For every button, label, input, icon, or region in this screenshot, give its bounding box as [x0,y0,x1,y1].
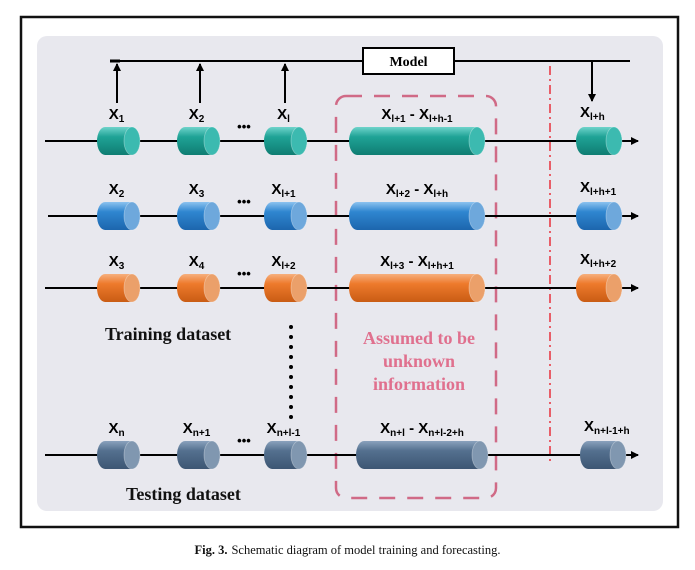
input-cylinder [264,201,308,231]
input-label: Xn [108,420,124,439]
sequence-row-4: Xn Xn+1 Xn+l-1 ••• Xn+l - Xn+l-2+h Xn+l-1+h [45,418,639,470]
target-label: Xl+h+1 [580,179,617,198]
sequence-row-3: X3 X4 Xl+2 ••• Xl+3 - Xl+h+1 Xl+h+2 [45,251,639,303]
target-cylinder [576,273,623,303]
input-cylinder [177,440,221,470]
testing-dataset-label: Testing dataset [126,484,241,504]
caption-label: Fig. 3. [194,543,228,557]
input-label: Xl+1 [271,181,296,200]
input-label: Xl [277,106,290,125]
unknown-span-label: Xn+l - Xn+l-2+h [380,420,464,439]
target-label: Xl+h+2 [580,251,617,270]
input-cylinder [264,126,308,156]
unknown-span-cylinder [349,126,486,156]
input-cylinder [97,440,141,470]
target-cylinder [580,440,627,470]
sequence-row-1: X1 X2 Xl ••• Xl+1 - Xl+h-1 Xl+h [45,104,639,156]
unknown-region-text: Assumed to be unknown information [363,328,475,394]
input-label: X3 [109,253,125,272]
diagram-panel [37,36,663,511]
input-label: X4 [189,253,205,272]
unknown-span-cylinder [349,273,486,303]
target-label: Xn+l-1+h [584,418,630,437]
target-cylinder [576,126,623,156]
horizontal-ellipsis: ••• [237,119,251,134]
unknown-region-box [334,94,498,500]
input-label: Xl+2 [271,253,296,272]
unknown-line-3: information [373,374,465,394]
caption-text: Schematic diagram of model training and … [231,543,501,557]
target-cylinder [576,201,623,231]
figure-caption: Fig. 3.Schematic diagram of model traini… [0,543,695,558]
horizontal-ellipsis: ••• [237,266,251,281]
input-label: Xn+1 [183,420,211,439]
input-cylinder [177,273,221,303]
input-label: Xn+l-1 [267,420,301,439]
input-label: X2 [109,181,125,200]
input-label: X1 [109,106,125,125]
input-cylinder [177,126,221,156]
horizontal-ellipsis: ••• [237,194,251,209]
input-cylinder [97,201,141,231]
input-cylinder [177,201,221,231]
input-cylinder [264,440,308,470]
input-cylinder [97,126,141,156]
training-dataset-label: Training dataset [105,324,231,344]
unknown-span-label: Xl+2 - Xl+h [386,181,448,200]
horizontal-ellipsis: ••• [237,433,251,448]
input-label: X3 [189,181,205,200]
input-label: X2 [189,106,205,125]
input-cylinder [97,273,141,303]
unknown-line-1: Assumed to be [363,328,475,348]
unknown-span-cylinder [349,201,486,231]
model-label: Model [389,55,427,70]
sequence-row-2: X2 X3 Xl+1 ••• Xl+2 - Xl+h Xl+h+1 [48,179,639,231]
input-cylinder [264,273,308,303]
unknown-span-cylinder [356,440,489,470]
unknown-span-label: Xl+3 - Xl+h+1 [380,253,454,272]
model-box: Model [362,47,455,75]
unknown-line-2: unknown [383,351,455,371]
unknown-span-label: Xl+1 - Xl+h-1 [381,106,453,125]
target-label: Xl+h [580,104,605,123]
vertical-ellipsis [289,325,293,419]
